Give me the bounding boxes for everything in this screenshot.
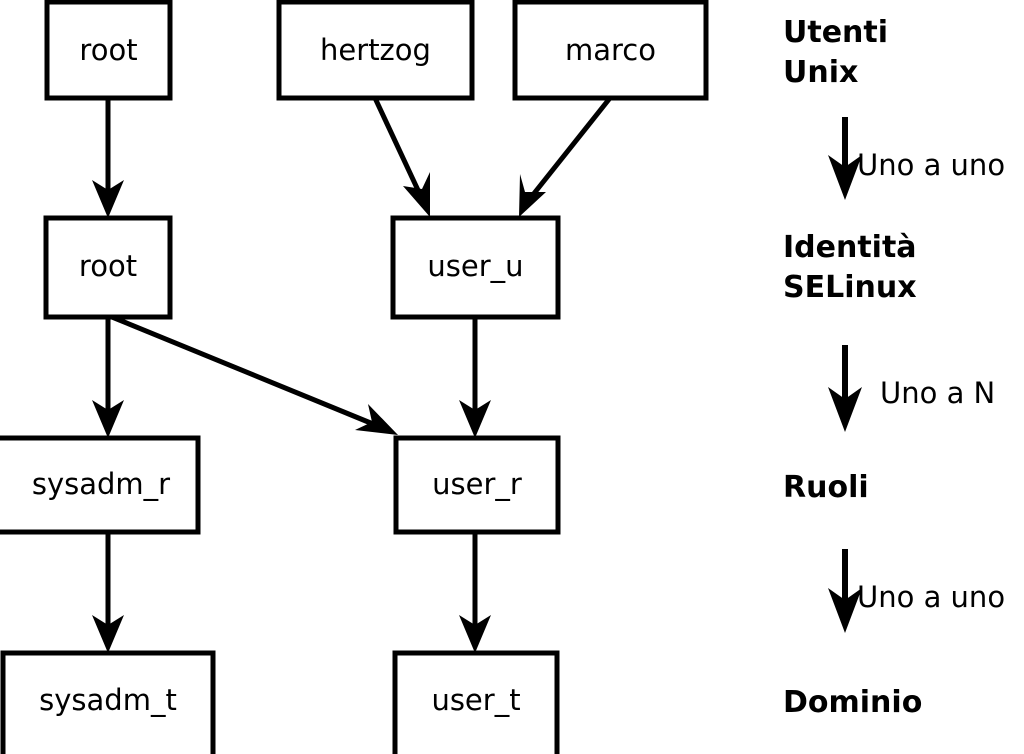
legend-arrow-label: Uno a N [880, 376, 995, 410]
node-user-u[interactable]: user_u [390, 215, 561, 320]
edges-layer [92, 96, 612, 653]
edge-user-u-to-user-r [459, 317, 491, 438]
legend-heading-identita-selinux: Identità SELinux [783, 230, 917, 305]
node-box[interactable] [276, 0, 475, 101]
arrow-head-icon [828, 588, 862, 633]
arrow-head-icon [459, 615, 491, 653]
node-label: user_r [432, 467, 522, 501]
node-box[interactable] [392, 650, 560, 754]
node-box[interactable] [512, 0, 709, 101]
legend-arrow-uno-a-n: Uno a N [828, 345, 995, 432]
node-label: user_t [431, 683, 520, 717]
edge-root-to-user-r [111, 314, 398, 435]
node-label: sysadm_r [32, 467, 170, 501]
edge-marco-to-user-u [519, 96, 612, 217]
node-user-t[interactable]: user_t [392, 650, 560, 754]
node-label: marco [565, 33, 656, 67]
legend-layer: Utenti Unix Uno a uno Identità SELinux U… [783, 15, 1005, 720]
arrow-head-icon [92, 400, 124, 438]
legend-arrow-uno-a-uno-1: Uno a uno [828, 117, 1005, 200]
node-label: user_u [427, 249, 523, 283]
arrow-head-icon [355, 404, 398, 435]
node-sysadm-r[interactable]: sysadm_r [0, 435, 201, 535]
legend-heading-line2: Unix [783, 55, 858, 90]
node-selinux-root[interactable]: root [43, 215, 173, 320]
edge-line [526, 96, 612, 203]
node-box[interactable] [0, 435, 201, 535]
legend-heading-line2: SELinux [783, 270, 917, 305]
legend-arrow-uno-a-uno-2: Uno a uno [828, 549, 1005, 633]
nodes-layer: root hertzog marco root user_u sysadm_r [0, 0, 709, 754]
edge-user-r-to-user-t [459, 532, 491, 653]
node-box[interactable] [43, 215, 173, 320]
arrow-head-icon [519, 174, 546, 217]
node-label: hertzog [320, 33, 431, 67]
edge-root-to-root [92, 98, 124, 218]
node-box[interactable] [390, 215, 561, 320]
node-hertzog[interactable]: hertzog [276, 0, 475, 101]
legend-heading-line1: Identità [783, 230, 917, 265]
legend-heading-ruoli: Ruoli [783, 470, 869, 505]
arrow-head-icon [828, 387, 862, 432]
legend-heading-line1: Dominio [783, 685, 922, 720]
node-marco[interactable]: marco [512, 0, 709, 101]
legend-arrow-label: Uno a uno [857, 148, 1005, 182]
node-label: root [79, 249, 137, 283]
edge-line [111, 314, 379, 429]
arrow-head-icon [92, 615, 124, 653]
node-box[interactable] [44, 0, 173, 101]
arrow-head-icon [92, 180, 124, 218]
edge-line [372, 96, 427, 205]
legend-heading-utenti-unix: Utenti Unix [783, 15, 888, 90]
edge-sysadm-r-to-sysadm-t [92, 532, 124, 653]
legend-heading-line1: Ruoli [783, 470, 869, 505]
node-label: sysadm_t [39, 683, 177, 717]
node-box[interactable] [0, 650, 216, 754]
legend-arrow-label: Uno a uno [857, 580, 1005, 614]
arrow-head-icon [459, 400, 491, 438]
node-label: root [79, 33, 137, 67]
arrow-head-icon [828, 155, 862, 200]
legend-heading-line1: Utenti [783, 15, 888, 50]
edge-hertzog-to-user-u [372, 96, 430, 217]
node-sysadm-t[interactable]: sysadm_t [0, 650, 216, 754]
arrow-head-icon [403, 172, 430, 217]
edge-root-to-sysadm-r [92, 317, 124, 438]
legend-heading-dominio: Dominio [783, 685, 922, 720]
node-user-r[interactable]: user_r [393, 435, 561, 535]
node-unix-root[interactable]: root [44, 0, 173, 101]
node-box[interactable] [393, 435, 561, 535]
